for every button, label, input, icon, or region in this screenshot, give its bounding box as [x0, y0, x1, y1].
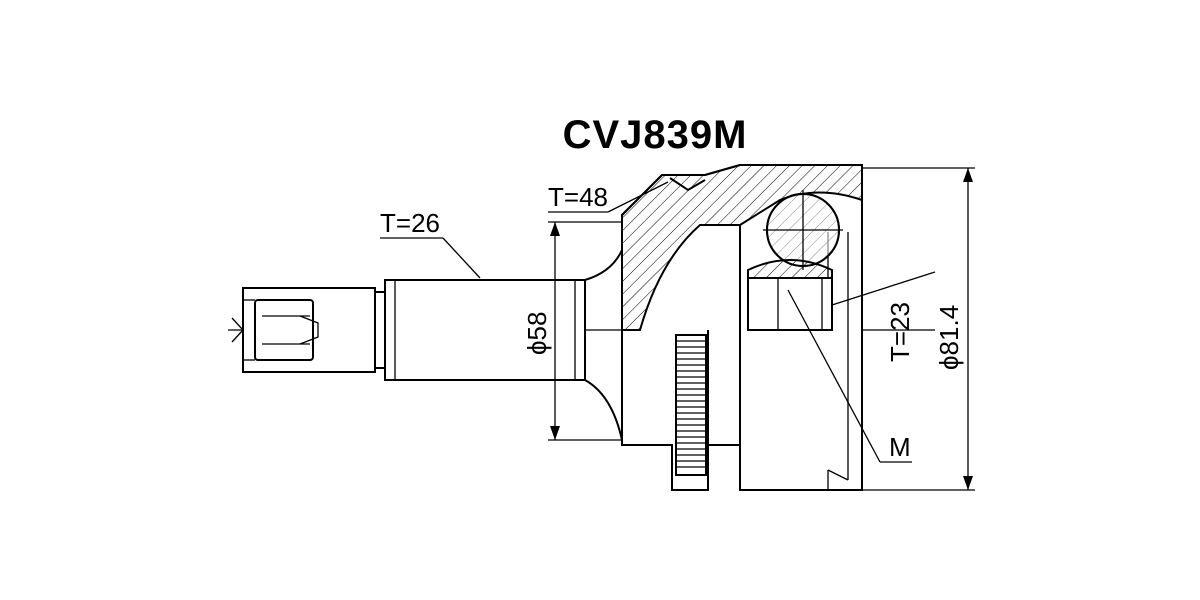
thread-label: M	[889, 432, 911, 462]
bell-top-notch	[669, 177, 706, 192]
outer-diameter-label: ϕ81.4	[934, 305, 964, 370]
threaded-section	[374, 279, 586, 381]
outer-spline-label: T=48	[548, 182, 608, 212]
inner-spline-label: T=23	[885, 302, 915, 362]
shaft-diameter-label: ϕ58	[522, 312, 552, 355]
dim-thread: M	[787, 289, 912, 463]
inner-spline	[747, 277, 833, 331]
ball-bearing	[763, 190, 843, 270]
dim-outer-spline: T=48	[548, 181, 669, 213]
dim-inner-spline: T=23	[831, 271, 936, 362]
dim-outer-diameter: ϕ81.4	[862, 167, 975, 491]
dim-thread-length: T=26	[380, 208, 481, 279]
bell-section-hatch	[621, 164, 863, 331]
shaft-tip-arrow	[231, 317, 244, 343]
part-number-title: CVJ839M	[563, 113, 748, 157]
shaft-tip	[242, 287, 376, 373]
abs-tone-ring	[675, 334, 707, 476]
dim-shaft-diameter: ϕ58	[522, 221, 622, 441]
shaft-neck	[584, 249, 623, 441]
thread-length-label: T=26	[380, 208, 440, 238]
